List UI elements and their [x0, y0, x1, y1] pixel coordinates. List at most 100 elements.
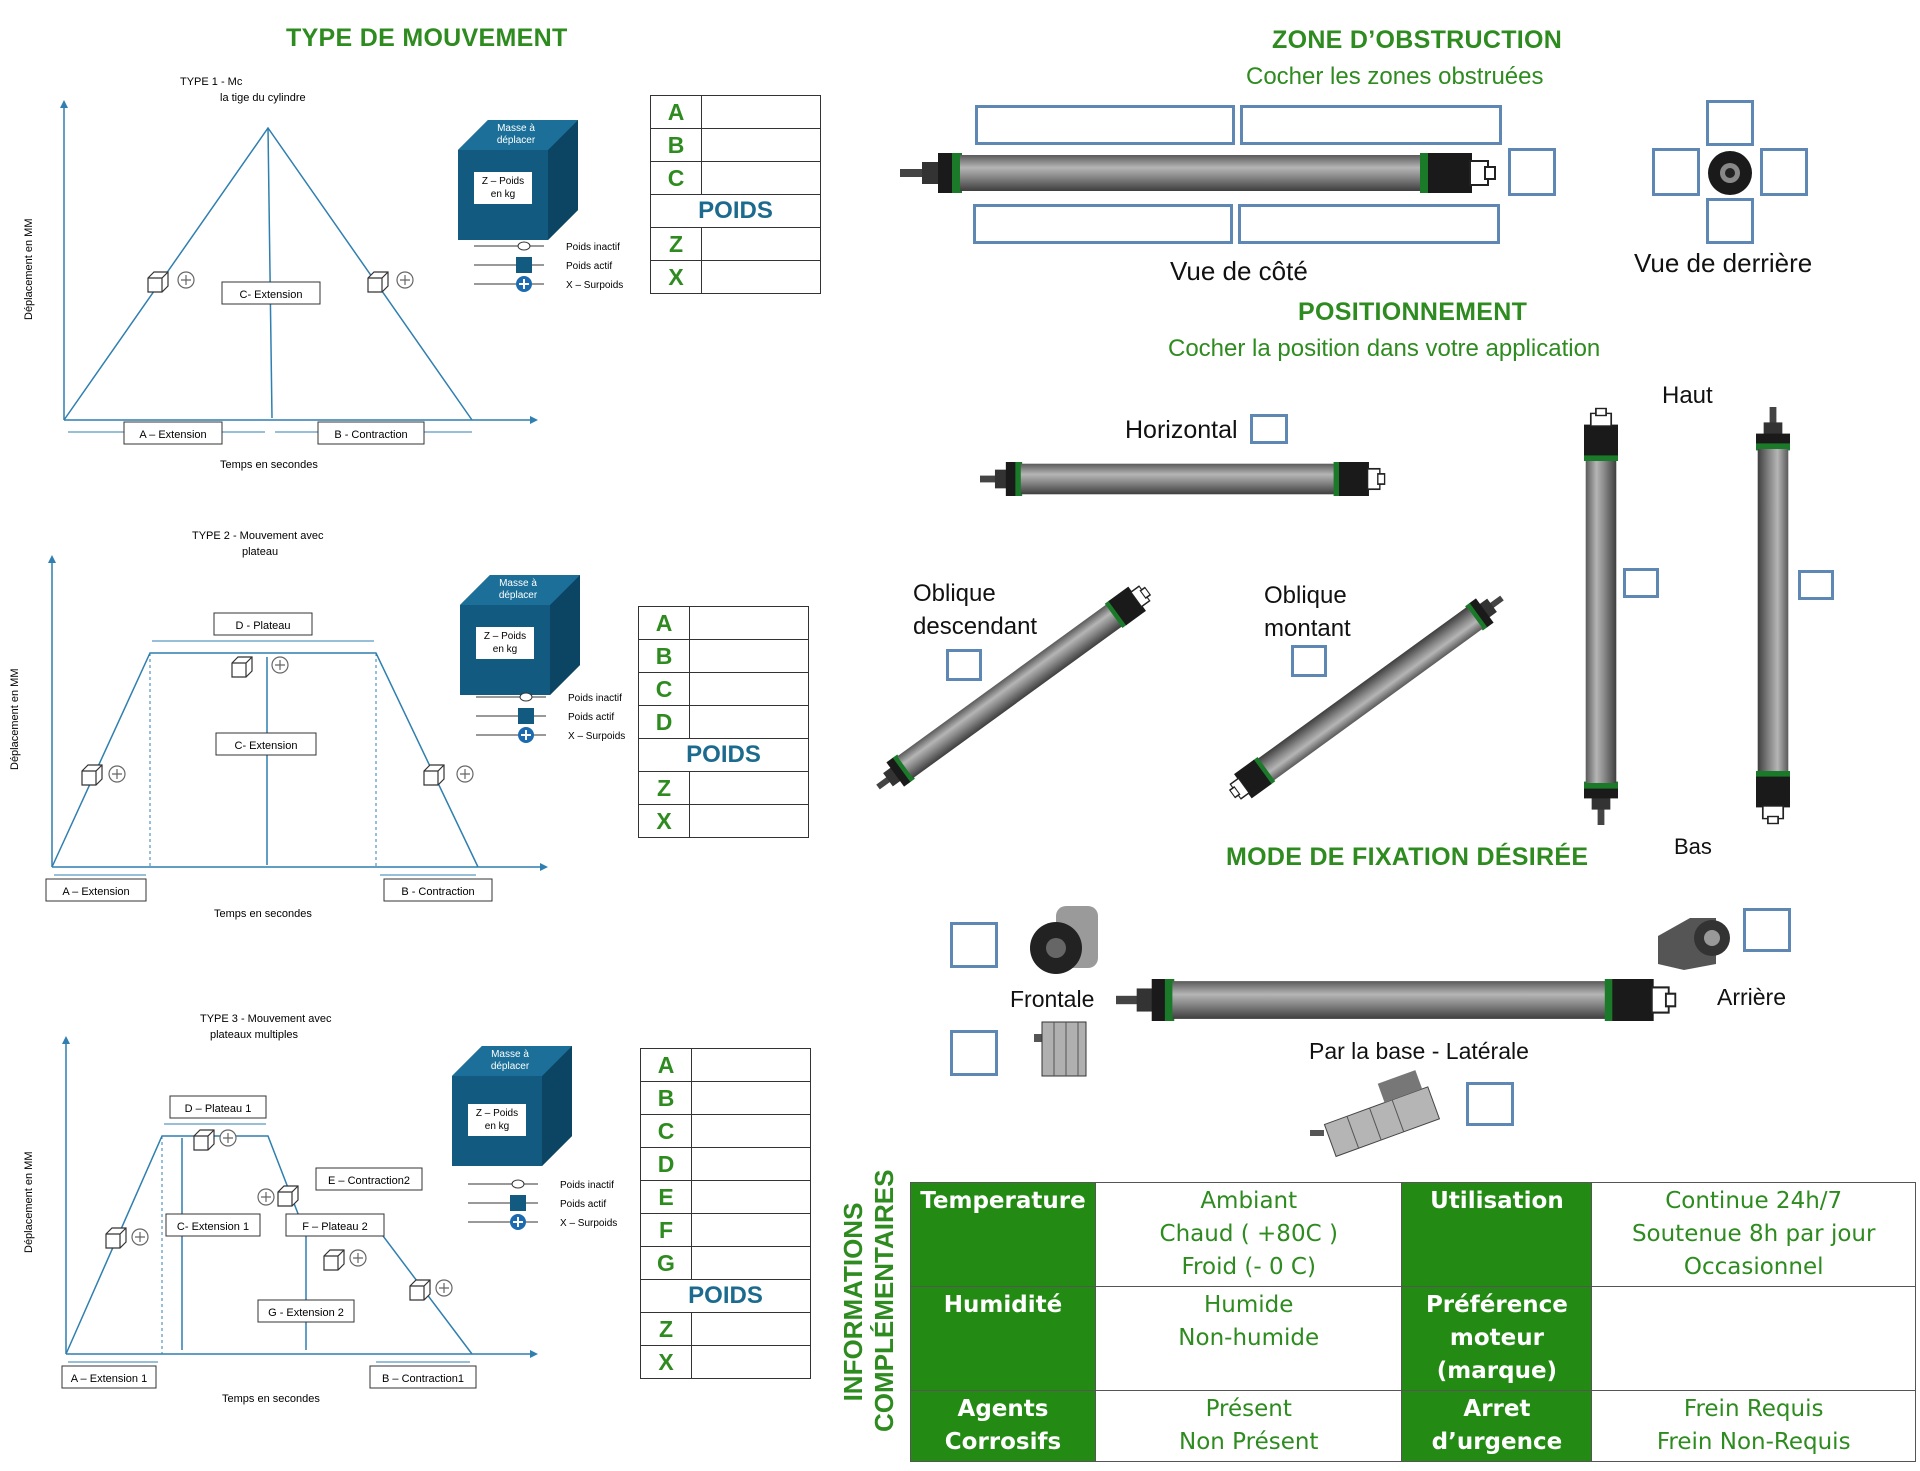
svg-text:E – Contraction2: E – Contraction2 — [328, 1175, 410, 1187]
humidity-header: Humidité — [910, 1286, 1096, 1391]
type1-a-value[interactable] — [701, 95, 821, 129]
obstruction-end-checkbox[interactable] — [1508, 148, 1556, 196]
usage-header: Utilisation — [1401, 1182, 1593, 1287]
front-mount-checkbox-2[interactable] — [950, 1030, 998, 1076]
svg-text:TYPE 3 - Mouvement avec: TYPE 3 - Mouvement avec — [200, 1013, 332, 1025]
oblique-down-label-2: descendant — [913, 613, 1038, 640]
rear-view-label: Vue de derrière — [1634, 248, 1813, 278]
vertical-rod-down-checkbox[interactable] — [1798, 570, 1834, 600]
horizontal-checkbox[interactable] — [1250, 414, 1288, 444]
front-block-image — [1034, 1021, 1087, 1077]
svg-text:B - Contraction: B - Contraction — [401, 886, 474, 898]
obstruction-subtitle: Cocher les zones obstruées — [1246, 63, 1544, 90]
rear-mount-image — [1658, 918, 1730, 970]
svg-text:Poids inactif: Poids inactif — [566, 242, 620, 253]
svg-text:Déplacement en MM: Déplacement en MM — [23, 1152, 35, 1254]
svg-text:Z – Poids: Z – Poids — [482, 176, 524, 187]
actuator-vertical-1 — [1583, 407, 1619, 826]
svg-text:Temps en secondes: Temps en secondes — [222, 1393, 320, 1405]
obstruction-bottom-left-checkbox[interactable] — [973, 204, 1233, 244]
oblique-up-label-1: Oblique — [1264, 582, 1347, 609]
svg-text:Masse à: Masse à — [491, 1049, 529, 1060]
type2-table: A B C D POIDS Z X — [638, 606, 809, 838]
actuator-rear-view — [1708, 151, 1752, 195]
base-mount-image — [1310, 1070, 1441, 1158]
actuator-side-view — [900, 152, 1496, 194]
oblique-down-checkbox[interactable] — [946, 649, 982, 681]
mass-box-1: Masse à déplacer Z – Poids en kg Poids i… — [458, 120, 623, 292]
info-vertical-title: INFORMATIONS COMPLÉMENTAIRES — [838, 1169, 899, 1432]
type3-table: A B C D E F G POIDS Z X — [640, 1048, 811, 1379]
mass-box-3: Masse à déplacer Z – Poids en kg Poids i… — [452, 1046, 617, 1230]
vertical-rod-up-checkbox[interactable] — [1623, 568, 1659, 598]
actuator-vertical-2 — [1755, 406, 1791, 825]
base-mount-checkbox[interactable] — [1466, 1082, 1514, 1126]
rear-mount-checkbox[interactable] — [1743, 908, 1791, 952]
type1-title-line2: la tige du cylindre — [220, 92, 306, 104]
svg-text:Poids actif: Poids actif — [560, 1199, 606, 1210]
type2-chart: TYPE 2 - Mouvement avec plateau Déplacem… — [9, 530, 548, 920]
svg-text:F – Plateau 2: F – Plateau 2 — [302, 1221, 367, 1233]
svg-text:déplacer: déplacer — [499, 590, 538, 601]
rear-left-checkbox[interactable] — [1652, 148, 1700, 196]
actuator-oblique-up — [1222, 590, 1510, 800]
obstruction-top-left-checkbox[interactable] — [975, 105, 1235, 145]
actuator-oblique-down — [870, 585, 1158, 795]
type1-z-value[interactable] — [701, 227, 821, 261]
svg-text:Temps en secondes: Temps en secondes — [214, 908, 312, 920]
type1-c-value[interactable] — [701, 161, 821, 195]
svg-text:Poids inactif: Poids inactif — [568, 693, 622, 704]
mounting-title: MODE DE FIXATION DÉSIRÉE — [1226, 843, 1589, 871]
type1-title-line1: TYPE 1 - Mc — [180, 76, 243, 88]
svg-text:Z – Poids: Z – Poids — [476, 1108, 518, 1119]
obstruction-bottom-right-checkbox[interactable] — [1238, 204, 1500, 244]
svg-text:D – Plateau 1: D – Plateau 1 — [185, 1103, 252, 1115]
svg-text:TYPE 2 - Mouvement avec: TYPE 2 - Mouvement avec — [192, 530, 324, 542]
svg-text:Poids actif: Poids actif — [566, 261, 612, 272]
svg-text:Z – Poids: Z – Poids — [484, 631, 526, 642]
type1-x-value[interactable] — [701, 260, 821, 294]
emergency-stop-header: Arret d’urgence — [1401, 1390, 1593, 1462]
svg-text:plateaux multiples: plateaux multiples — [210, 1029, 299, 1041]
svg-text:Poids inactif: Poids inactif — [560, 1180, 614, 1191]
type1-chart: TYPE 1 - Mc la tige du cylindre Déplacem… — [23, 76, 538, 471]
svg-text:C- Extension: C- Extension — [235, 740, 298, 752]
front-flange-image — [1030, 906, 1098, 974]
obstruction-top-right-checkbox[interactable] — [1240, 105, 1502, 145]
svg-text:Poids actif: Poids actif — [568, 712, 614, 723]
top-label: Haut — [1662, 382, 1713, 409]
type1-b-value[interactable] — [701, 128, 821, 162]
type1-xlabel: Temps en secondes — [220, 459, 318, 471]
movement-type-title: TYPE DE MOUVEMENT — [286, 24, 568, 52]
svg-text:en kg: en kg — [493, 644, 517, 655]
svg-text:X – Surpoids: X – Surpoids — [566, 280, 623, 291]
rear-bottom-checkbox[interactable] — [1706, 198, 1754, 244]
front-mount-checkbox-1[interactable] — [950, 922, 998, 968]
oblique-down-label-1: Oblique — [913, 580, 996, 607]
type1-label-a: A – Extension — [139, 429, 206, 441]
temperature-header: Temperature — [910, 1182, 1096, 1287]
rear-top-checkbox[interactable] — [1706, 100, 1754, 146]
svg-text:en kg: en kg — [491, 189, 515, 200]
motor-preference-value[interactable] — [1591, 1286, 1916, 1391]
oblique-up-checkbox[interactable] — [1291, 645, 1327, 677]
positioning-subtitle: Cocher la position dans votre applicatio… — [1168, 335, 1601, 362]
rear-right-checkbox[interactable] — [1760, 148, 1808, 196]
motor-preference-header: Préférence moteur (marque) — [1401, 1286, 1593, 1391]
svg-text:déplacer: déplacer — [491, 1061, 530, 1072]
obstruction-title: ZONE D’OBSTRUCTION — [1272, 26, 1563, 54]
svg-text:B – Contraction1: B – Contraction1 — [382, 1373, 464, 1385]
svg-text:C- Extension 1: C- Extension 1 — [177, 1221, 249, 1233]
type1-label-b: B - Contraction — [334, 429, 407, 441]
svg-text:X – Surpoids: X – Surpoids — [560, 1218, 617, 1229]
horizontal-label: Horizontal — [1125, 416, 1238, 444]
svg-text:A – Extension: A – Extension — [62, 886, 129, 898]
type1-table: A B C POIDS Z X — [650, 95, 821, 294]
actuator-horizontal — [980, 461, 1386, 497]
corrosive-agents-header: Agents Corrosifs — [910, 1390, 1096, 1462]
